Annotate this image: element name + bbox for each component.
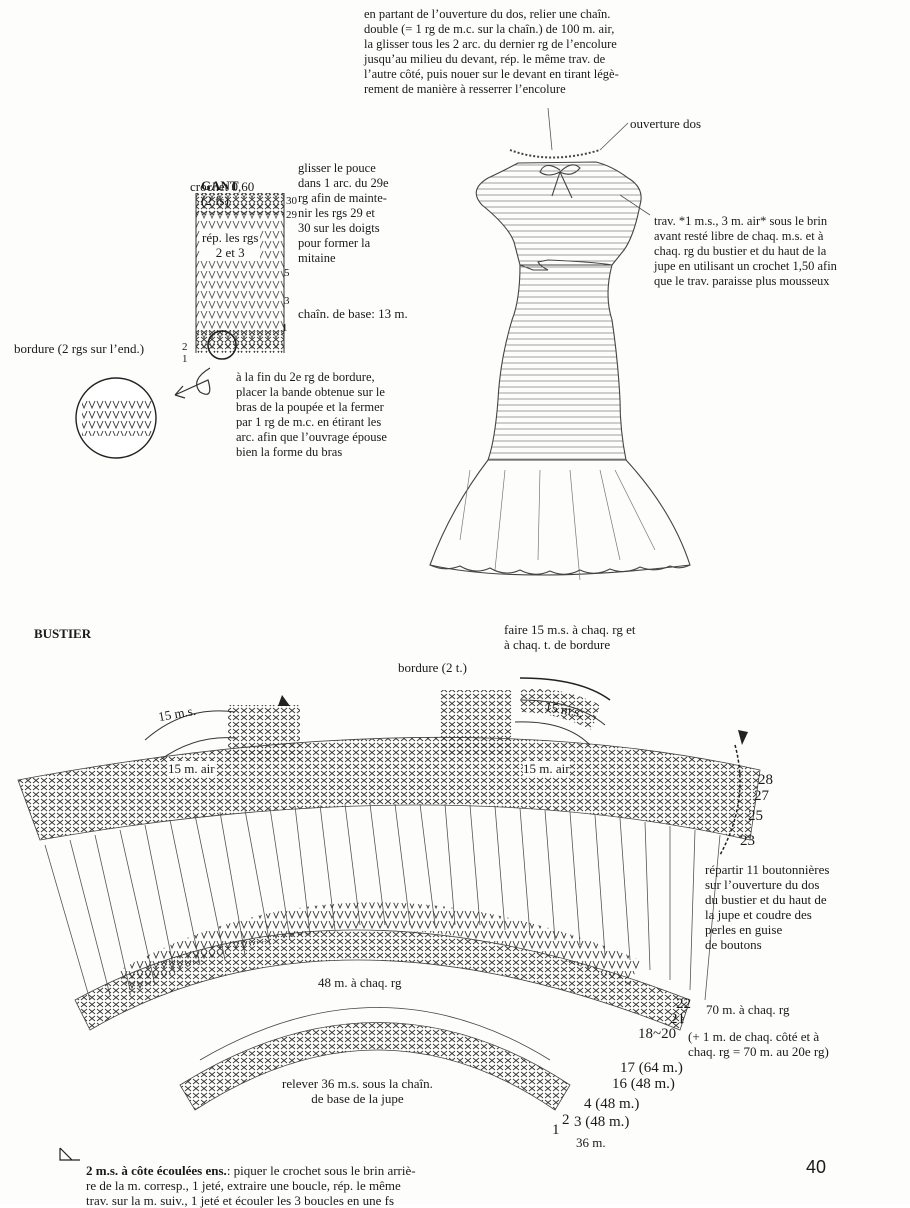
bustier-row-18-20: 18~20: [638, 1026, 677, 1042]
glove-finish-note: à la fin du 2e rg de bordure, placer la …: [236, 370, 387, 459]
glove-hook: crochet 0,60: [190, 179, 255, 194]
bustier-inner-band: [179, 1022, 571, 1111]
bustier-row-1: 1: [552, 1122, 560, 1138]
page-number: 40: [806, 1157, 827, 1177]
glove-row-1: 1: [282, 322, 288, 334]
dress-hem: [429, 564, 691, 575]
bustier-36: 36 m.: [576, 1135, 606, 1150]
bustier-title: BUSTIER: [34, 626, 92, 641]
bustier-row-22: 22: [676, 996, 691, 1012]
stitches-70: 70 m. à chaq. rg: [706, 1002, 790, 1017]
chain-air-right: 15 m. air: [523, 761, 570, 776]
bustier-border-sc: faire 15 m.s. à chaq. rg et à chaq. t. d…: [504, 622, 636, 652]
bustier-row-4: 4 (48 m.): [584, 1096, 640, 1112]
glove-foundation: chaîn. de base: 13 m.: [298, 306, 408, 321]
bustier-row-23: 23: [740, 833, 755, 849]
dress-skirt: [429, 459, 691, 576]
glove-title: GANT (2 fs): [201, 163, 239, 208]
neckline: [509, 149, 601, 159]
glove-row-3: 3: [284, 295, 290, 307]
bow: [539, 164, 581, 199]
dress-note: trav. *1 m.s., 3 m. air* sous le brin av…: [654, 214, 837, 288]
legend-title: 2 m.s. à côte écoulées ens.: [86, 1163, 227, 1178]
bustier-border-turns: bordure (2 t.): [398, 660, 467, 675]
bustier-top-band: [17, 736, 761, 841]
legend-symbol: [59, 1147, 80, 1161]
glove-border-row-1: 1: [182, 353, 188, 365]
glove-row-29: 29: [286, 209, 297, 221]
legend: 2 m.s. à côte écoulées ens.: piquer le c…: [86, 1148, 486, 1208]
dress-bodice: [475, 161, 642, 271]
glove-border: bordure (2 rgs sur l’end.): [14, 341, 145, 356]
glove-repeat: rép. les rgs 2 et 3: [200, 230, 261, 260]
relever-note: relever 36 m.s. sous la chaîn. de base d…: [282, 1076, 433, 1106]
bustier-trebles: [44, 803, 721, 1001]
bustier-row-25: 25: [748, 808, 763, 824]
bustier-row-2: 2: [562, 1112, 570, 1128]
glove-arrow: [174, 367, 211, 399]
bustier-row-27: 27: [754, 788, 769, 804]
bustier-chart: [17, 677, 761, 1161]
glove-title-text: GANT: [201, 178, 239, 193]
glove-grid: [196, 193, 284, 353]
buttonholes-note: répartir 11 boutonnières sur l’ouverture…: [705, 862, 830, 952]
bustier-row-3: 3 (48 m.): [574, 1114, 630, 1130]
bustier-row-28: 28: [758, 772, 773, 788]
bustier-row-17: 17 (64 m.): [620, 1060, 683, 1076]
chain-air-left: 15 m. air: [168, 761, 215, 776]
thumb-note: glisser le pouce dans 1 arc. du 29e rg a…: [298, 161, 389, 265]
bustier-row-16: 16 (48 m.): [612, 1076, 675, 1092]
dress-hips: [487, 264, 627, 461]
bustier-row-21: 21: [670, 1011, 685, 1027]
top-note: en partant de l’ouverture du dos, relier…: [364, 7, 619, 96]
back-opening-label: ouverture dos: [630, 116, 702, 131]
glove-row-30: 30: [286, 195, 297, 207]
dress-illustration: [429, 107, 691, 581]
glove-qty: (2 fs): [201, 193, 229, 208]
increase-note: (+ 1 m. de chaq. côté et à chaq. rg = 70…: [688, 1029, 829, 1059]
glove-border-row-2: 2: [182, 341, 188, 353]
glove-row-5: 5: [284, 267, 290, 279]
glove-chart: [75, 193, 285, 459]
stitches-48: 48 m. à chaq. rg: [318, 975, 402, 990]
